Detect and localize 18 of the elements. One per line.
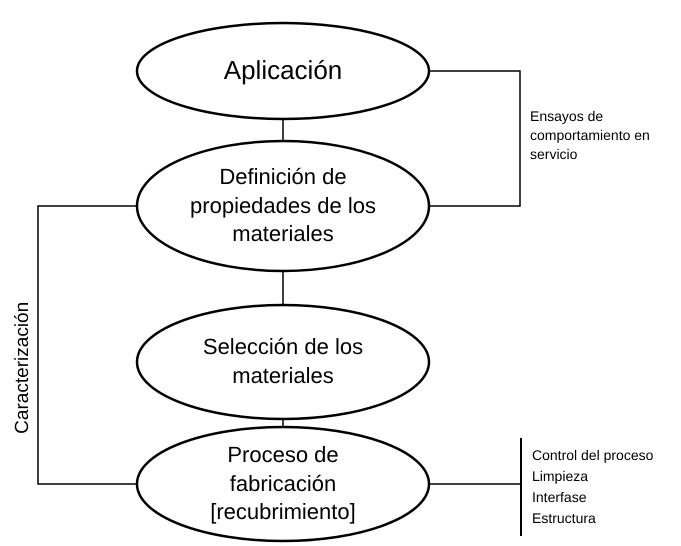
node-text: Proceso de fabricación [recubrimiento] (209, 441, 357, 526)
connector-line (282, 420, 284, 426)
ellipse-node (136, 22, 430, 120)
ellipse-node (136, 140, 430, 272)
node-text: Control del proceso (532, 446, 654, 465)
ellipse-node (136, 426, 430, 542)
connector-line (282, 272, 284, 304)
connector-line (430, 70, 521, 207)
node-text: Interfase (532, 488, 586, 507)
connector-line (37, 205, 136, 485)
ellipse-node (136, 304, 430, 420)
node-text: Selección de los materiales (202, 333, 364, 390)
node-text: Aplicación (224, 54, 342, 88)
node-text: Limpieza (532, 467, 588, 486)
node-text: Estructura (532, 509, 596, 528)
connector-line (282, 120, 284, 140)
node-text: Definición de propiedades de los materiales (189, 163, 377, 248)
connector-line (430, 483, 520, 485)
